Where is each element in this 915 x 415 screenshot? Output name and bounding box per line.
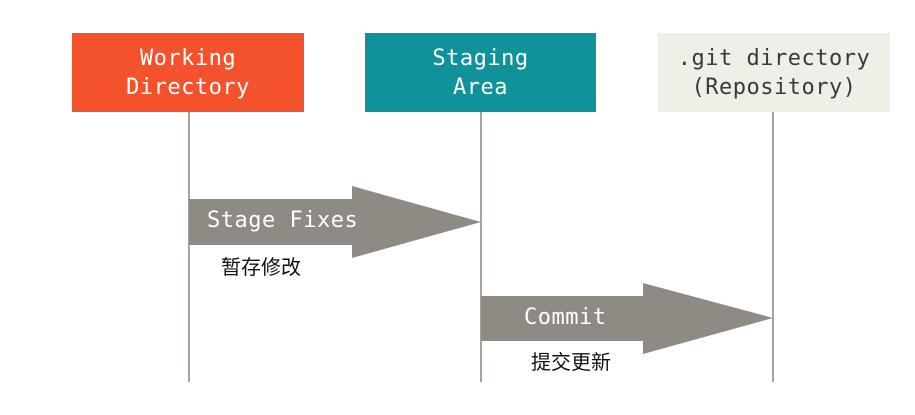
working-directory-lifeline [188,112,190,382]
repository-lifeline [772,112,774,382]
working-directory-line2: Directory [126,74,250,100]
repository-line1: .git directory [677,45,871,71]
repository-line2: (Repository) [691,74,857,100]
staging-area-line1: Staging [432,45,529,71]
stage-fixes-arrow [189,186,481,258]
repository-box: .git directory (Repository) [658,33,890,112]
working-directory-box: Working Directory [72,33,304,112]
staging-area-box: Staging Area [365,33,596,112]
stage-fixes-caption: 暂存修改 [221,255,301,279]
staging-area-line2: Area [453,74,508,100]
staging-area-lifeline [480,112,482,382]
working-directory-line1: Working [139,45,237,71]
commit-caption: 提交更新 [531,350,611,374]
stage-fixes-label: Stage Fixes [207,208,359,233]
commit-label: Commit [524,305,607,330]
commit-arrow [481,283,773,354]
